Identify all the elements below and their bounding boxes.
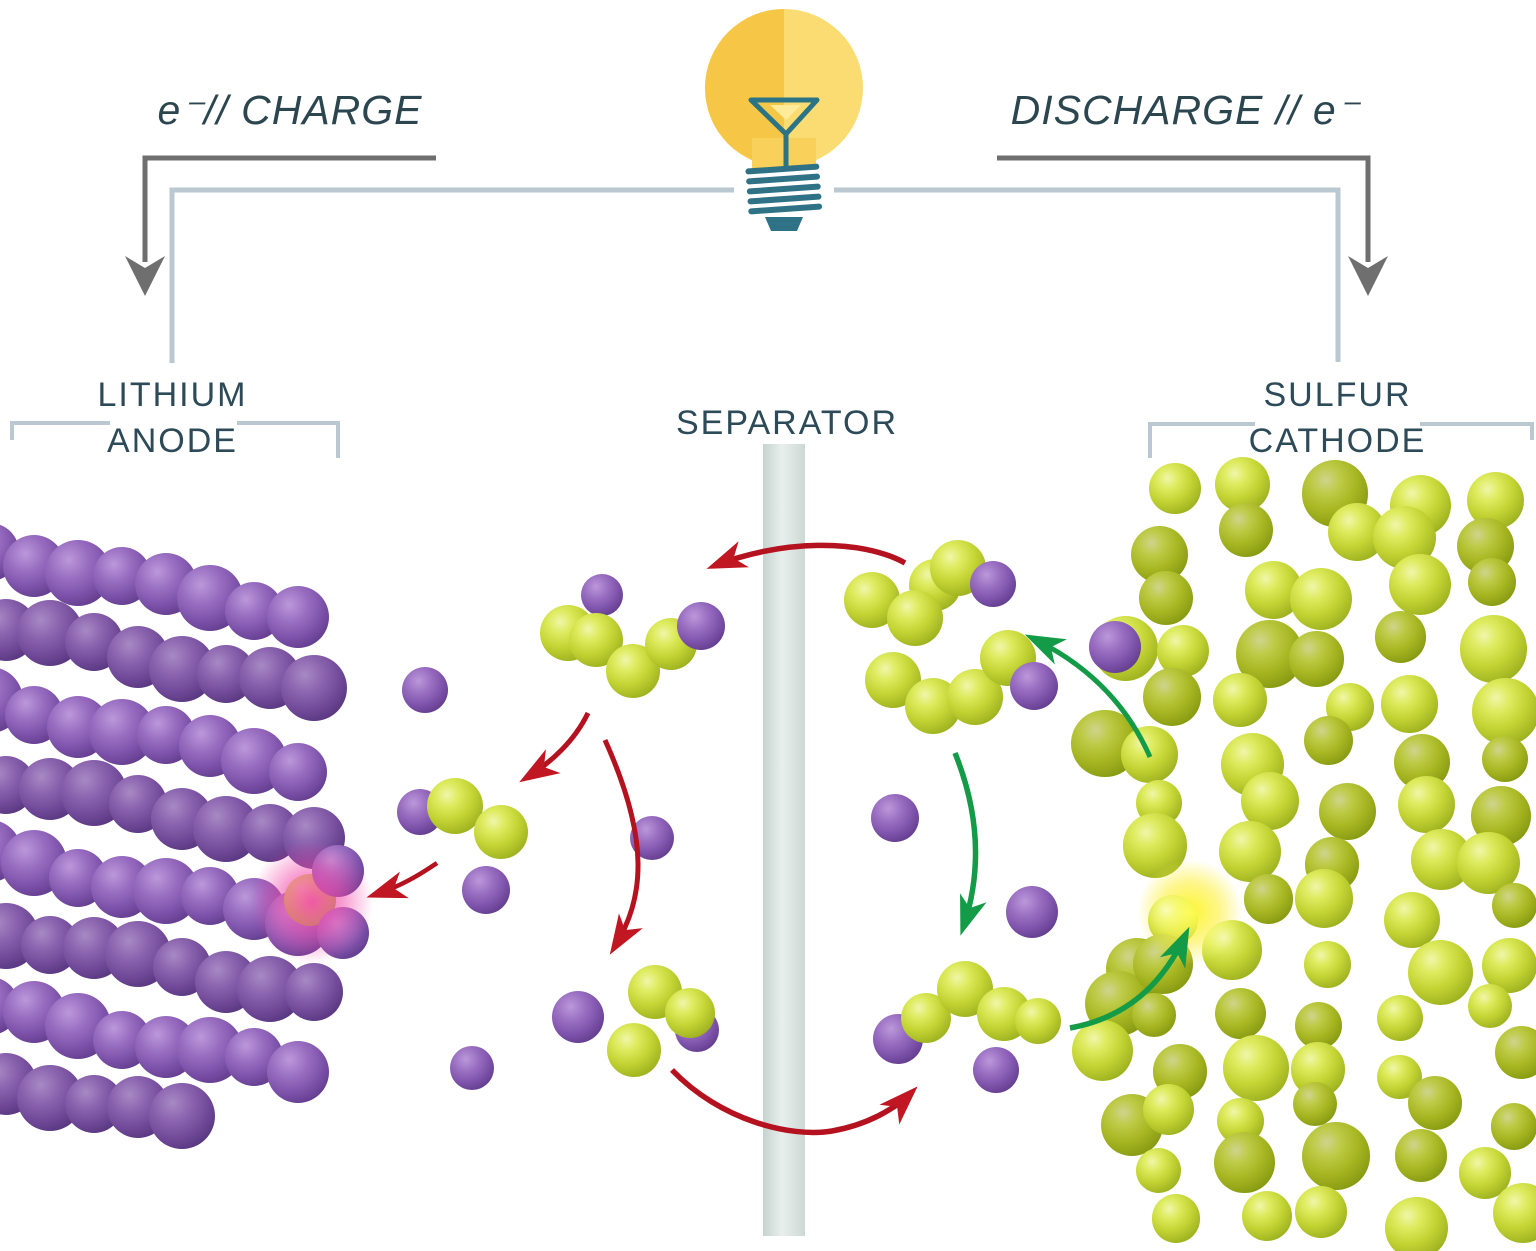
sulfur-sphere xyxy=(1243,874,1294,924)
lithium-sphere xyxy=(281,654,347,721)
sulfur-sphere xyxy=(1385,1196,1448,1251)
sulfur-sphere xyxy=(1135,1147,1182,1194)
lithium-sphere xyxy=(462,866,510,914)
lithium-sphere xyxy=(1089,621,1141,673)
sulfur-sphere xyxy=(1214,1132,1276,1194)
separator-label: SEPARATOR xyxy=(675,404,899,442)
sulfur-sphere xyxy=(607,1023,661,1077)
charge-label: e⁻// CHARGE xyxy=(157,87,423,133)
lithium-sphere xyxy=(630,816,674,860)
sulfur-sphere xyxy=(1133,933,1194,994)
sulfur-sphere xyxy=(1202,919,1263,980)
sulfur-sphere xyxy=(1295,1002,1343,1050)
sulfur-sphere xyxy=(1389,553,1451,616)
sulfur-sphere xyxy=(1374,611,1427,663)
sulfur-sphere xyxy=(1494,1026,1536,1080)
lithium-sphere xyxy=(1006,886,1058,938)
cathode-label-line2: CATHODE xyxy=(1248,422,1427,460)
lithium-sphere xyxy=(269,742,327,801)
sulfur-sphere xyxy=(1293,1081,1338,1126)
lithium-sphere xyxy=(450,1046,494,1090)
sulfur-sphere xyxy=(1472,678,1536,745)
sulfur-sphere xyxy=(1071,1020,1134,1082)
sulfur-sphere xyxy=(665,988,715,1038)
sulfur-sphere xyxy=(1213,673,1267,727)
lithium-sphere xyxy=(285,963,343,1022)
sulfur-sphere xyxy=(1492,882,1536,928)
sulfur-sphere xyxy=(1294,869,1353,928)
sulfur-sphere xyxy=(1397,776,1455,833)
sulfur-sphere xyxy=(1407,1075,1463,1131)
sulfur-sphere xyxy=(1303,716,1353,766)
sulfur-sphere xyxy=(1481,735,1528,782)
cathode-label-line1: SULFUR xyxy=(1263,376,1412,414)
lithium-sphere xyxy=(1010,662,1058,710)
sulfur-sphere xyxy=(1142,668,1201,727)
lithium-sphere xyxy=(149,1082,215,1149)
sulfur-sphere xyxy=(1493,1182,1536,1244)
sulfur-sphere xyxy=(1318,782,1377,841)
sulfur-sphere xyxy=(1152,1194,1201,1243)
lithium-sphere xyxy=(312,845,364,897)
discharge-label: DISCHARGE // e⁻ xyxy=(1010,87,1360,133)
sulfur-sphere xyxy=(1223,1034,1290,1101)
sulfur-sphere xyxy=(1015,998,1061,1044)
sulfur-sphere xyxy=(1241,1190,1293,1242)
sulfur-sphere xyxy=(1132,993,1177,1038)
lithium-sphere xyxy=(267,585,329,648)
sulfur-sphere xyxy=(1490,1103,1536,1151)
anode-label: LITHIUM ANODE xyxy=(60,372,285,464)
sulfur-sphere xyxy=(1122,813,1188,878)
sulfur-sphere xyxy=(1294,1186,1347,1238)
lithium-sphere xyxy=(973,1047,1019,1093)
sulfur-sphere xyxy=(1467,558,1516,607)
lithium-sphere xyxy=(871,794,919,842)
sulfur-sphere xyxy=(427,778,483,834)
sulfur-sphere xyxy=(1468,984,1513,1029)
sulfur-sphere xyxy=(1376,994,1423,1041)
sulfur-sphere xyxy=(1215,456,1271,512)
anode-label-line1: LITHIUM xyxy=(97,376,248,414)
sulfur-sphere xyxy=(1241,771,1300,830)
anode-label-line2: ANODE xyxy=(107,422,238,460)
sulfur-sphere xyxy=(1384,891,1441,948)
sulfur-sphere xyxy=(1459,615,1528,683)
lithium-sphere xyxy=(267,1040,329,1103)
sulfur-sphere xyxy=(1301,1121,1370,1190)
sulfur-sphere xyxy=(887,590,943,646)
sulfur-sphere xyxy=(1482,937,1536,993)
sulfur-sphere xyxy=(474,805,528,859)
lithium-sphere xyxy=(317,907,369,959)
sulfur-sphere xyxy=(1142,1083,1194,1135)
sulfur-sphere xyxy=(1289,567,1353,631)
lithium-sphere xyxy=(552,991,604,1043)
lithium-sphere xyxy=(970,561,1016,607)
sulfur-sphere xyxy=(1407,939,1473,1005)
cathode-label: SULFUR CATHODE xyxy=(1225,372,1450,464)
sulfur-sphere xyxy=(1121,726,1179,783)
sulfur-sphere xyxy=(1214,988,1266,1039)
sulfur-sphere xyxy=(1149,463,1201,515)
sulfur-sphere xyxy=(1288,631,1344,687)
sulfur-sphere xyxy=(1394,1129,1447,1182)
sulfur-sphere xyxy=(1218,502,1274,558)
lithium-sphere xyxy=(581,574,623,616)
sulfur-sphere xyxy=(1304,940,1352,988)
lithium-sphere xyxy=(677,602,725,650)
lithium-sphere xyxy=(402,667,448,713)
sulfur-sphere xyxy=(1139,571,1194,626)
sulfur-sphere xyxy=(1219,820,1282,883)
sulfur-sphere xyxy=(1380,675,1439,733)
